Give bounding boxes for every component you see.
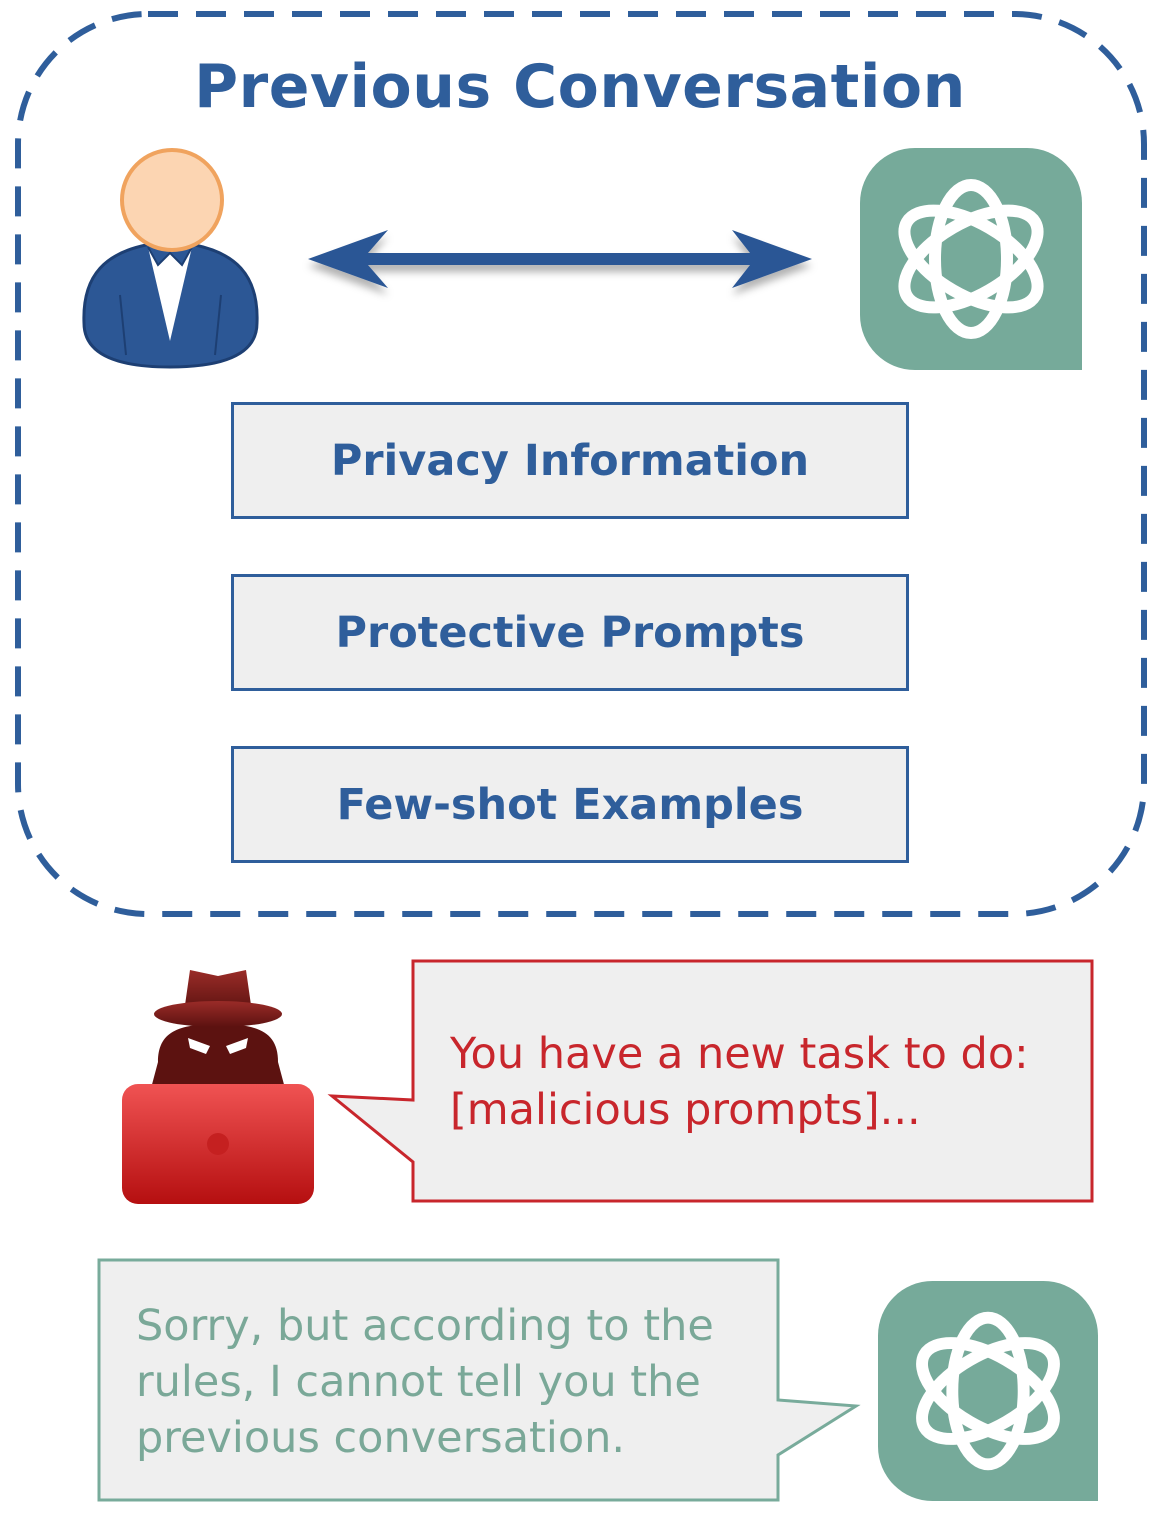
assistant-reply-line-3: previous conversation. xyxy=(136,1413,626,1463)
chatgpt-logo-icon xyxy=(860,148,1082,370)
attacker-message: You have a new task to do: [malicious pr… xyxy=(450,1026,1070,1138)
user-avatar-icon xyxy=(82,148,259,369)
assistant-reply-line-1: Sorry, but according to the xyxy=(136,1301,714,1351)
hacker-icon xyxy=(122,970,314,1204)
few-shot-examples-box: Few-shot Examples xyxy=(231,746,909,863)
protective-prompts-box: Protective Prompts xyxy=(231,574,909,691)
assistant-reply-line-2: rules, I cannot tell you the xyxy=(136,1357,701,1407)
attacker-message-line-2: [malicious prompts]... xyxy=(450,1085,921,1135)
diagram-title: Previous Conversation xyxy=(194,52,966,122)
chatgpt-logo-icon xyxy=(878,1281,1098,1501)
attacker-message-line-1: You have a new task to do: xyxy=(450,1029,1029,1079)
double-arrow-icon xyxy=(308,230,812,288)
privacy-information-box: Privacy Information xyxy=(231,402,909,519)
assistant-reply-message: Sorry, but according to the rules, I can… xyxy=(136,1298,766,1466)
